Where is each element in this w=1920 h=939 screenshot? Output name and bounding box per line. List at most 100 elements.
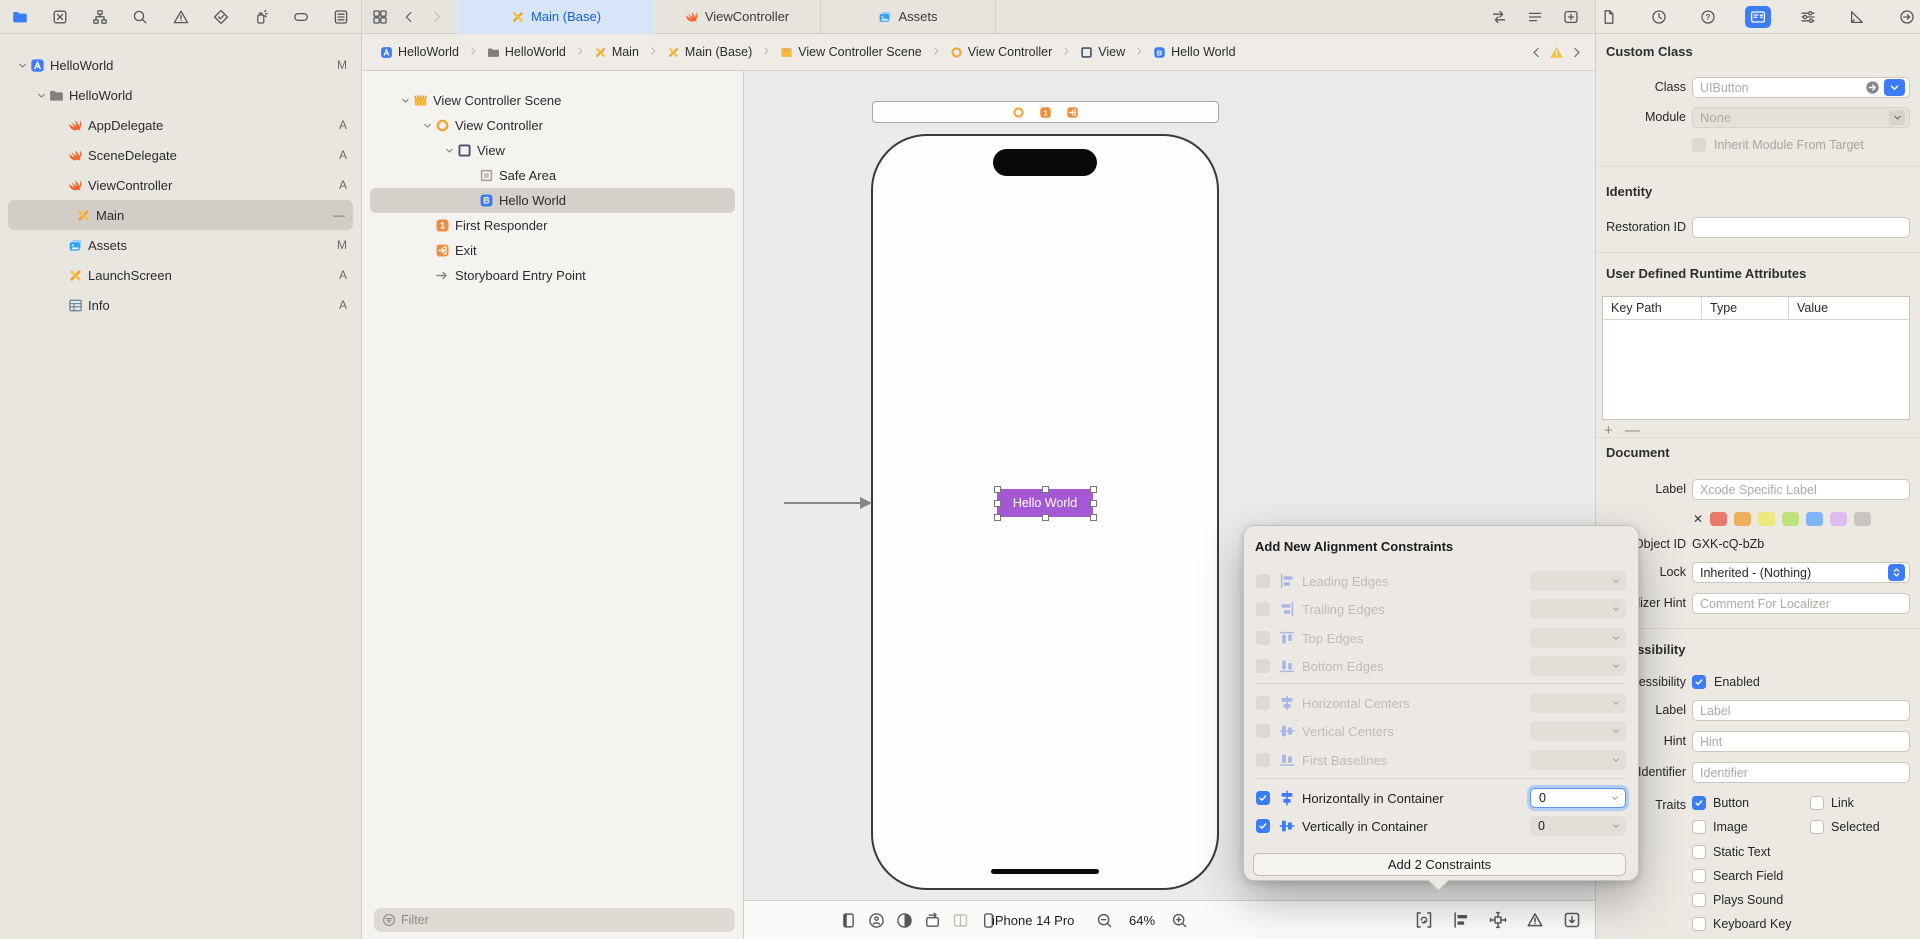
acc-label-field[interactable] [1692, 700, 1910, 721]
inspector-tab-quick-help-inspector[interactable]: ? [1695, 6, 1721, 28]
document-label-field[interactable] [1692, 479, 1910, 500]
breadcrumb-item-helloworld[interactable]: HelloWorld [487, 45, 566, 59]
inspector-tab-history-inspector[interactable] [1646, 6, 1672, 28]
split-view-icon[interactable] [952, 912, 969, 929]
breakpoint-navigator-icon[interactable] [293, 9, 309, 25]
first-responder-dock-icon[interactable]: 1 [1039, 106, 1052, 119]
navigator-item-helloworld-1[interactable]: HelloWorld [0, 80, 361, 110]
exit-dock-icon[interactable] [1066, 106, 1079, 119]
constraint-checkbox-trailing-edges[interactable] [1256, 602, 1270, 616]
add-constraints-button[interactable]: Add 2 Constraints [1253, 853, 1626, 876]
accessibility-enabled-checkbox[interactable] [1692, 675, 1706, 689]
resize-handle[interactable] [1041, 485, 1049, 493]
color-swatch-0[interactable] [1710, 512, 1728, 526]
report-navigator-icon[interactable] [333, 9, 349, 25]
disclosure-chevron-icon[interactable] [33, 90, 49, 101]
constraint-checkbox-vertically-in-container[interactable] [1256, 819, 1270, 833]
resize-handle[interactable] [993, 499, 1001, 507]
restoration-id-input[interactable] [1700, 220, 1905, 235]
find-navigator-icon[interactable] [132, 9, 148, 25]
constraint-checkbox-top-edges[interactable] [1256, 631, 1270, 645]
constraint-value-dropdown-bottom-edges[interactable] [1530, 656, 1626, 676]
outline-item-view-controller-scene[interactable]: View Controller Scene [362, 88, 743, 113]
localizer-hint-input[interactable] [1700, 596, 1905, 611]
trait-checkbox-keyboard-key[interactable] [1692, 917, 1706, 931]
warning-icon[interactable] [1549, 45, 1564, 60]
breadcrumb-item-helloworld[interactable]: HelloWorld [380, 45, 459, 59]
disclosure-chevron-icon[interactable] [14, 60, 30, 71]
class-field[interactable] [1692, 77, 1910, 98]
test-navigator-icon[interactable] [213, 9, 229, 25]
forward-button[interactable] [430, 10, 444, 24]
no-color-button[interactable]: ✕ [1693, 512, 1704, 526]
remove-attribute-button[interactable]: — [1624, 422, 1640, 439]
trait-checkbox-button[interactable] [1692, 796, 1706, 810]
outline-item-storyboard-entry-point[interactable]: Storyboard Entry Point [362, 263, 743, 288]
zoom-in-button[interactable] [1171, 912, 1188, 929]
acc-hint-field[interactable] [1692, 731, 1910, 752]
tab-main-base[interactable]: Main (Base) [458, 0, 654, 34]
outline-item-safe-area[interactable]: Safe Area [362, 163, 743, 188]
constraint-value-dropdown-horizontally-in-container[interactable]: 0 [1530, 788, 1626, 808]
constraint-value-dropdown-first-baselines[interactable] [1530, 750, 1626, 770]
acc-label-input[interactable] [1700, 703, 1905, 718]
acc-identifier-input[interactable] [1700, 765, 1905, 780]
inherit-module-checkbox[interactable] [1692, 138, 1706, 152]
color-swatch-1[interactable] [1734, 512, 1752, 526]
trait-checkbox-selected[interactable] [1810, 820, 1824, 834]
editor-options-icon[interactable] [1527, 9, 1543, 25]
color-swatch-3[interactable] [1782, 512, 1800, 526]
trait-checkbox-image[interactable] [1692, 820, 1706, 834]
constraint-checkbox-first-baselines[interactable] [1256, 753, 1270, 767]
document-label-input[interactable] [1700, 482, 1905, 497]
color-swatch-5[interactable] [1830, 512, 1848, 526]
constraint-value-dropdown-vertically-in-container[interactable]: 0 [1530, 816, 1626, 836]
acc-hint-input[interactable] [1700, 734, 1905, 749]
resolve-autolayout-issues-icon[interactable] [1526, 911, 1544, 929]
next-issue-button[interactable] [1570, 46, 1583, 59]
trait-checkbox-search-field[interactable] [1692, 869, 1706, 883]
inspector-tab-identity-inspector[interactable] [1745, 5, 1771, 28]
resize-handle[interactable] [1089, 485, 1097, 493]
class-input[interactable] [1700, 80, 1865, 95]
tab-assets[interactable]: Assets [821, 0, 996, 34]
acc-identifier-field[interactable] [1692, 762, 1910, 783]
constraint-value-dropdown-top-edges[interactable] [1530, 628, 1626, 648]
trait-checkbox-static-text[interactable] [1692, 845, 1706, 859]
inspector-tab-attributes-inspector[interactable] [1795, 6, 1821, 28]
trait-checkbox-plays-sound[interactable] [1692, 893, 1706, 907]
constraint-value-dropdown-leading-edges[interactable] [1530, 571, 1626, 591]
project-navigator-icon[interactable] [12, 9, 28, 25]
constraint-checkbox-leading-edges[interactable] [1256, 574, 1270, 588]
add-attribute-button[interactable]: + [1604, 422, 1613, 439]
breadcrumb-item-view-controller[interactable]: View Controller [950, 45, 1052, 59]
tab-viewcontroller[interactable]: ViewController [654, 0, 821, 34]
source-control-navigator-icon[interactable] [52, 9, 68, 25]
device-name[interactable]: iPhone 14 Pro [992, 912, 1075, 928]
lock-stepper-icon[interactable] [1888, 564, 1905, 581]
trait-checkbox-link[interactable] [1810, 796, 1824, 810]
device-bezel-toggle-icon[interactable] [840, 912, 857, 929]
symbol-navigator-icon[interactable] [92, 9, 108, 25]
outline-item-view-controller[interactable]: View Controller [362, 113, 743, 138]
class-dropdown-button[interactable] [1884, 79, 1905, 96]
restoration-id-field[interactable] [1692, 217, 1910, 238]
align-menu-icon[interactable] [1452, 911, 1470, 929]
resize-handle[interactable] [993, 485, 1001, 493]
filter-input[interactable] [401, 912, 727, 927]
resize-handle[interactable] [1041, 513, 1049, 521]
breadcrumb-item-view-controller-scene[interactable]: View Controller Scene [780, 45, 922, 59]
constraint-checkbox-vertical-centers[interactable] [1256, 724, 1270, 738]
breadcrumb-item-main-base[interactable]: Main (Base) [667, 45, 752, 59]
zoom-out-button[interactable] [1096, 912, 1113, 929]
breadcrumb-item-view[interactable]: View [1080, 45, 1125, 59]
lock-dropdown[interactable]: Inherited - (Nothing) [1692, 562, 1910, 583]
